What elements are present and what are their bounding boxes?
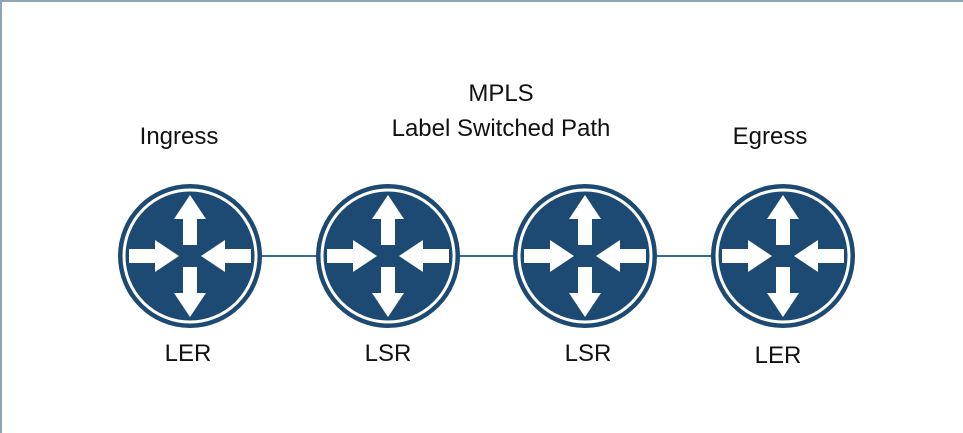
egress-label: Egress [732, 123, 808, 150]
router-icon [118, 184, 262, 328]
router-4-role: LER [754, 342, 802, 369]
router-3-role: LSR [564, 340, 612, 367]
title-mpls: MPLS [468, 80, 534, 107]
title-label-switched-path: Label Switched Path [391, 115, 611, 142]
router-icon [513, 184, 657, 328]
ingress-label: Ingress [139, 123, 219, 150]
router-icon [711, 184, 855, 328]
router-icon [316, 184, 460, 328]
router-1-role: LER [164, 340, 212, 367]
router-2-role: LSR [364, 340, 412, 367]
